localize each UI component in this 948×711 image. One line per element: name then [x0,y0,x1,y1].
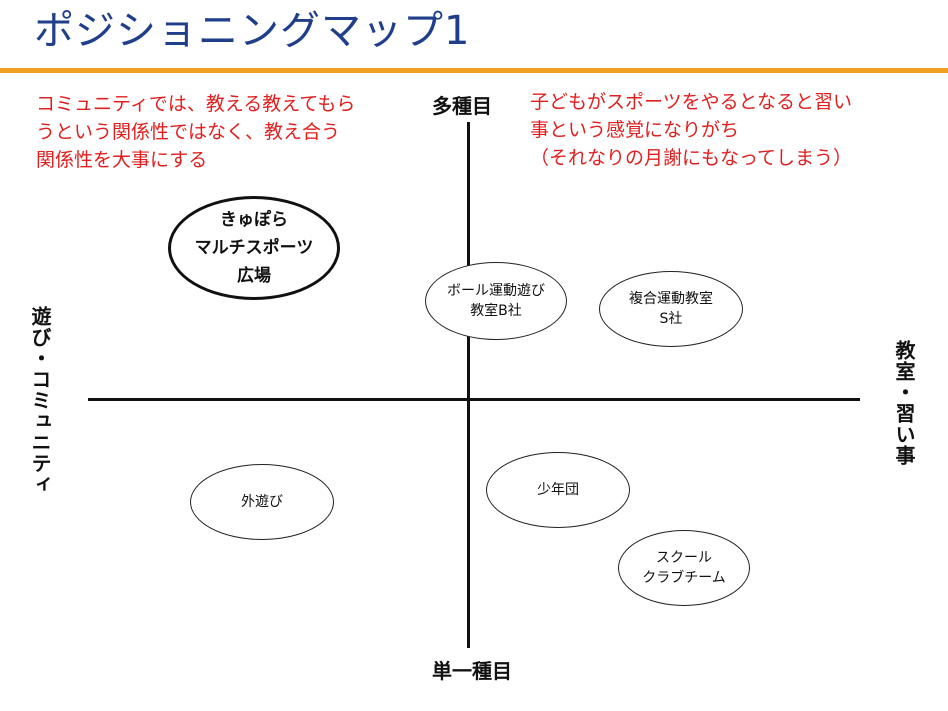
bubble-outdoor-play: 外遊び [190,464,334,540]
axis-label-right: 教室・習い事 [892,340,916,466]
axis-label-left: 遊び・コミュニティ [28,306,52,495]
bubble-ball-school-b: ボール運動遊び 教室B社 [425,262,567,340]
bubble-composite-school-s: 複合運動教室 S社 [599,271,743,347]
title-underline [0,68,948,73]
bubble-youth-club: 少年団 [486,452,630,528]
vertical-axis [467,122,470,648]
bubble-kyupora: きゅぽら マルチスポーツ 広場 [168,196,340,300]
bubble-school-club-team: スクール クラブチーム [618,530,750,606]
page-title: ポジショニングマップ1 [34,8,471,54]
horizontal-axis [88,398,860,401]
axis-label-bottom: 単一種目 [432,659,512,683]
note-community: コミュニティでは、教える教えてもら うという関係性ではなく、教え合う 関係性を大… [36,93,356,171]
note-lessons: 子どもがスポーツをやるとなると習い 事という感覚になりがち （それなりの月謝にも… [530,91,853,169]
axis-label-top: 多種目 [432,94,492,118]
